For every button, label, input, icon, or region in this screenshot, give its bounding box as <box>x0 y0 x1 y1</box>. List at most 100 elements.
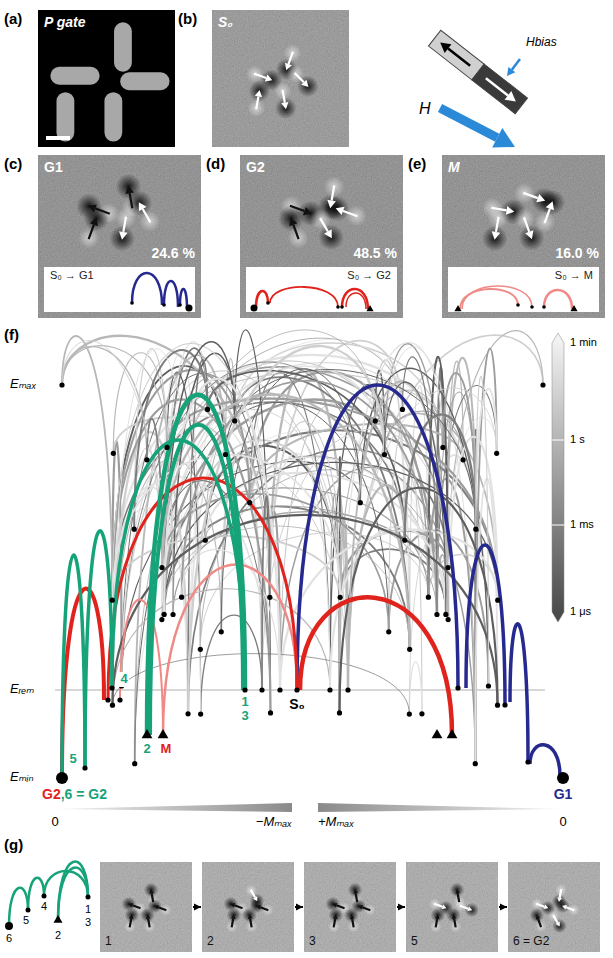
panel-letter: (e) <box>408 155 426 172</box>
magnetization-arrow <box>285 52 293 70</box>
magnetization-arrow-shaft <box>566 907 574 910</box>
magnetization-arrow-head <box>536 194 545 202</box>
nanomagnet <box>104 92 122 141</box>
magnetization-arrow <box>524 217 533 239</box>
state-dot <box>516 303 520 307</box>
magnetization-arrow-head <box>441 904 446 909</box>
magnetization-arrow-shaft <box>436 919 438 928</box>
magnetization-arrow-shaft <box>260 907 268 910</box>
state-dot <box>495 703 500 708</box>
panel-letter: (c) <box>4 155 22 172</box>
magnetization-arrow-shaft <box>256 97 258 110</box>
magnetization-arrow-head <box>555 921 559 926</box>
magnetization-arrow-shaft <box>332 185 335 200</box>
image-panel: (e)M16.0 %S₀ → M <box>442 155 605 318</box>
sequence-arrow <box>295 906 303 908</box>
state-dot <box>266 301 270 305</box>
magnetization-arrow-head <box>536 915 541 920</box>
panel-letter: (a) <box>4 10 22 27</box>
magnetization-arrow-head <box>562 905 567 910</box>
panel-letter: (g) <box>4 836 23 853</box>
magnetic-contrast <box>464 903 478 917</box>
energy-level-label: Eₘₐₓ <box>10 377 36 392</box>
path-sketch <box>5 862 91 930</box>
nanomagnet <box>120 72 169 90</box>
state-dot <box>327 687 332 692</box>
magnetization-arrow <box>119 217 128 240</box>
magnetization-arrow-shaft <box>320 218 328 231</box>
colorbar-tick: 1 ms <box>570 518 594 531</box>
axis-tick: −Mₘₐₓ <box>256 815 292 830</box>
step-number: 5 <box>68 752 77 767</box>
magnetization-arrow <box>327 185 336 208</box>
state-triangle <box>366 305 373 311</box>
state-dot <box>170 612 175 617</box>
state-dot <box>132 527 137 532</box>
magnetization-arrow-head <box>119 231 128 240</box>
field-arrow-head <box>492 128 515 148</box>
pgate-art <box>38 10 175 147</box>
state-dot <box>540 382 545 387</box>
state-dot <box>386 629 391 634</box>
path-inset: S₀ → M <box>448 267 599 312</box>
state-dot <box>179 595 184 600</box>
state-dot <box>105 697 110 702</box>
image-ground <box>240 155 403 318</box>
mfm-art <box>202 862 294 952</box>
ground-state-dot <box>186 305 193 312</box>
magnetization-arrow-shaft <box>454 919 456 928</box>
magnetization-arrow <box>230 903 242 908</box>
ground-state-dot <box>557 772 569 784</box>
state-dot <box>268 710 273 715</box>
percentage: 24.6 % <box>151 245 195 261</box>
image-ground <box>406 862 498 952</box>
transition-arc <box>188 360 207 714</box>
highlighted-path-arc <box>510 624 528 762</box>
image-noise <box>240 155 403 318</box>
highlighted-path-arc <box>120 600 163 735</box>
state-dot <box>358 500 363 505</box>
state-label: M <box>160 742 173 757</box>
highlighted-path-arc <box>300 597 452 735</box>
transition-label: S₀ → M <box>555 269 593 282</box>
magnetization-arrow-head <box>230 903 235 908</box>
magnetization-arrow-head <box>146 914 151 919</box>
mfm-art <box>406 862 498 952</box>
state-triangle <box>570 305 577 311</box>
magnetization-arrow-head <box>281 102 288 109</box>
energy-level-label: Eₘᵢₙ <box>10 770 34 785</box>
magnetization-arrow-head <box>336 207 345 215</box>
magnetization-arrow <box>536 915 541 927</box>
magnetization-arrow-head <box>435 914 440 919</box>
magnetization-arrow <box>455 889 460 902</box>
step-number: 3 <box>240 709 249 724</box>
image-noise <box>442 155 605 318</box>
magnetic-contrast <box>555 899 569 913</box>
colorbar-divider <box>552 440 564 441</box>
image-panel: (d)G248.5 %S₀ → G2 <box>240 155 403 318</box>
magnetization-arrow-shaft <box>524 217 529 231</box>
image-ground <box>304 862 396 952</box>
magnetization-arrow-head <box>128 903 133 908</box>
image-panel: (a)P gate <box>38 10 175 147</box>
magnetization-arrow-shaft <box>458 894 460 903</box>
magnetization-arrow-head <box>231 914 236 919</box>
magnetization-arrow-head <box>265 75 273 82</box>
step-number: 2 <box>54 929 62 942</box>
magnetization-arrow <box>523 193 545 202</box>
state-dot <box>455 685 460 690</box>
panel-tag: P gate <box>44 14 86 30</box>
state-dot <box>42 894 47 899</box>
magnetization-arrow-head <box>557 897 562 902</box>
magnetization-arrow-shaft <box>336 905 344 908</box>
image-noise <box>508 862 600 952</box>
transition-label: S₀ → G2 <box>347 269 391 282</box>
sequence-arrow <box>499 906 507 908</box>
highlighted-path-arc <box>530 745 560 776</box>
magnetization-arrow-shaft <box>334 919 336 928</box>
path-inset: S₀ → G2 <box>246 267 397 312</box>
state-dot <box>232 418 237 423</box>
state-tag: S₀ <box>218 14 233 30</box>
state-dot <box>426 595 431 600</box>
sequence-frame: 5 <box>406 862 498 952</box>
